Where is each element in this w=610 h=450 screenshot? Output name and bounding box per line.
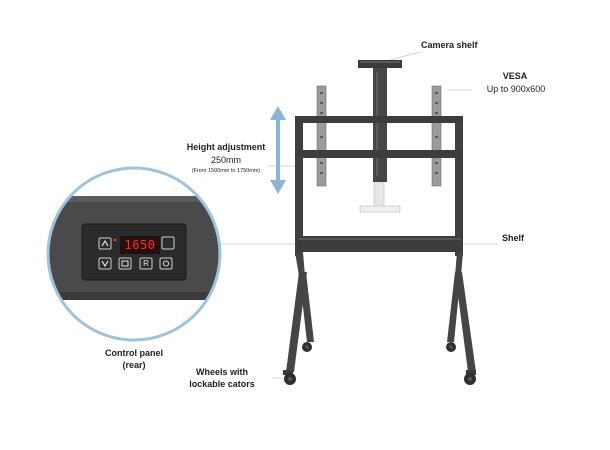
- slide-bracket: [359, 179, 401, 213]
- callout-circle-border: [46, 166, 222, 342]
- central-mast: [373, 68, 387, 182]
- label-vesa-title: VESA: [502, 71, 528, 81]
- caster-wheels: [283, 342, 476, 385]
- label-vesa-sub: Up to 900x600: [486, 84, 546, 94]
- label-height-range: (From 1500mm to 1750mm): [191, 168, 261, 174]
- frame-uprights: [295, 116, 463, 256]
- label-wheels-line1: Wheels with: [195, 367, 248, 377]
- camera-shelf: [358, 60, 402, 68]
- label-control-panel-sub: (rear): [122, 360, 146, 370]
- label-shelf: Shelf: [502, 233, 525, 243]
- panel-r-button: R: [143, 259, 149, 268]
- label-control-panel-title: Control panel: [105, 348, 163, 358]
- panel-led-display: 1650: [120, 236, 160, 254]
- shelf-highlight: [299, 238, 461, 240]
- frame-legs: [286, 252, 476, 372]
- label-height-value: 250mm: [210, 155, 241, 165]
- label-camera-shelf: Camera shelf: [421, 40, 478, 50]
- vesa-rail-holes: [320, 92, 438, 174]
- height-arrow-icon: [270, 106, 286, 194]
- label-height-title: Height adjustment: [186, 142, 266, 152]
- label-wheels-line2: lockable cators: [189, 379, 255, 389]
